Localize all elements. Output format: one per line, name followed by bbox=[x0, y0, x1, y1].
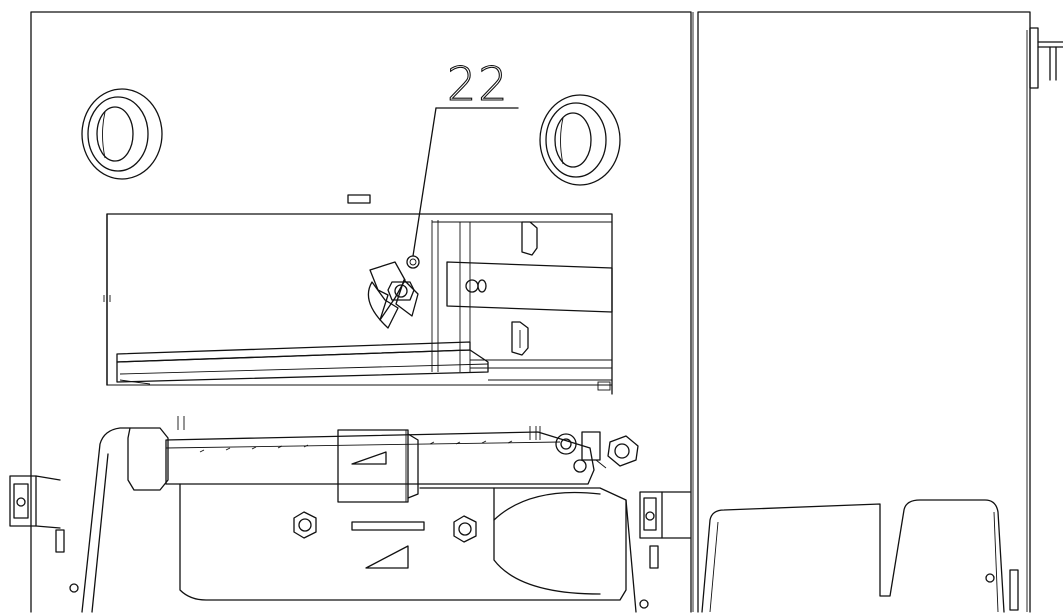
lower-bracket bbox=[69, 416, 185, 613]
small-slot bbox=[347, 194, 371, 204]
window-opening bbox=[103, 213, 613, 395]
slider-block bbox=[337, 429, 419, 503]
left-bushing bbox=[81, 88, 163, 180]
right-nuts bbox=[555, 431, 639, 469]
callout-22: 22 bbox=[412, 56, 519, 257]
left-panel bbox=[30, 11, 694, 613]
right-lower-bracket bbox=[701, 499, 1019, 613]
middle-hinge bbox=[639, 491, 691, 569]
right-panel bbox=[697, 11, 1031, 613]
callout-label: 22 bbox=[447, 57, 510, 111]
adjustment-rail bbox=[165, 426, 595, 485]
bolt-right bbox=[453, 515, 477, 543]
left-hinge bbox=[9, 475, 65, 553]
arrow-indicator-bottom bbox=[365, 545, 409, 569]
arrow-indicator-top bbox=[351, 451, 387, 465]
top-hinge bbox=[1029, 27, 1063, 89]
bolt-left bbox=[293, 511, 317, 539]
indicator-bar bbox=[351, 521, 425, 531]
right-bushing bbox=[539, 94, 621, 186]
lower-plate bbox=[179, 483, 649, 613]
fan-assembly bbox=[367, 255, 420, 329]
